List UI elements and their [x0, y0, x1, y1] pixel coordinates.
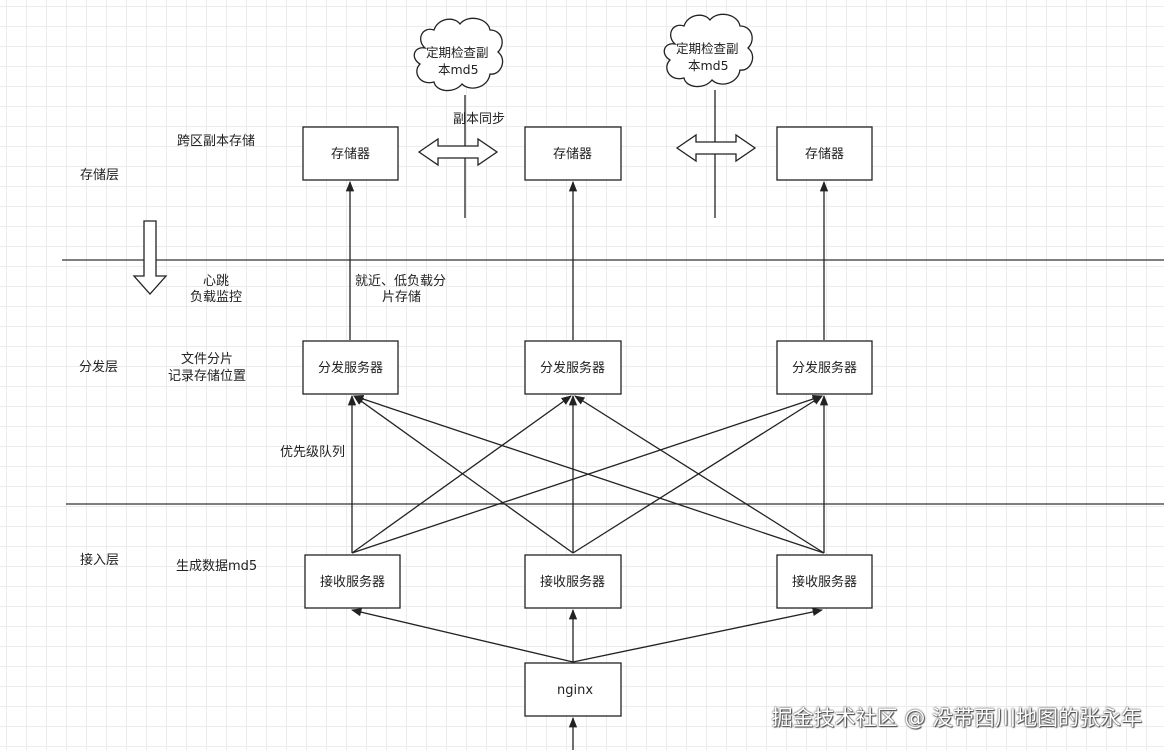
edge-recv2-dist3 [572, 395, 823, 554]
edge-recv1-dist2 [351, 395, 572, 554]
dist-server-3-label: 分发服务器 [792, 360, 857, 376]
dist-server-3: 分发服务器 [776, 340, 873, 395]
storage-node-1-label: 存储器 [331, 147, 370, 162]
annotation-heartbeat-line2: 负载监控 [190, 290, 242, 305]
recv-server-3-label: 接收服务器 [792, 574, 857, 590]
replica-sync-double-arrow-1 [417, 137, 499, 167]
dist-server-1-label: 分发服务器 [318, 360, 383, 376]
edge-nginx-recv1 [350, 608, 574, 663]
storage-node-2-label: 存储器 [553, 147, 592, 162]
recv-server-1: 接收服务器 [304, 554, 401, 609]
replica-sync-double-arrow-2 [675, 133, 757, 163]
annotation-cross-region: 跨区副本存储 [177, 134, 255, 149]
recv-server-2-label: 接收服务器 [540, 574, 605, 590]
annotation-priority-queue: 优先级队列 [280, 445, 345, 460]
nginx-node: nginx [524, 662, 622, 717]
cloud1-line1: 定期检查副 [426, 45, 489, 60]
recv-server-2: 接收服务器 [524, 554, 622, 609]
cloud1-line2: 本md5 [438, 62, 479, 77]
storage-node-1: 存储器 [302, 126, 399, 181]
edge-recv3-dist2 [574, 395, 825, 554]
dist-server-1: 分发服务器 [302, 340, 399, 395]
recv-server-1-label: 接收服务器 [320, 574, 385, 590]
edge-recv3-dist1 [353, 395, 825, 554]
annotation-file-shard-line1: 文件分片 [181, 352, 233, 367]
cloud2-line2: 本md5 [688, 58, 729, 73]
storage-layer-label: 存储层 [80, 168, 119, 183]
dist-server-2-label: 分发服务器 [540, 360, 605, 376]
recv-server-3: 接收服务器 [776, 554, 873, 609]
cloud-check-md5-2: 定期检查副 本md5 [663, 13, 754, 88]
watermark: 掘金技术社区 @ 没带西川地图的张永年 [771, 706, 1142, 730]
annotation-file-shard-line2: 记录存储位置 [168, 369, 246, 384]
cloud2-line1: 定期检查副 [676, 41, 739, 56]
annotation-nearby-store-line2: 片存储 [382, 290, 421, 305]
distribute-layer-label: 分发层 [79, 359, 118, 375]
nginx-node-label: nginx [557, 683, 593, 698]
storage-node-3-label: 存储器 [805, 147, 844, 162]
cloud-check-md5-1: 定期检查副 本md5 [413, 17, 504, 92]
storage-node-3: 存储器 [776, 126, 873, 181]
storage-node-2: 存储器 [524, 126, 622, 181]
edge-nginx-recv3 [572, 607, 824, 663]
dist-server-2: 分发服务器 [524, 340, 622, 395]
edge-recv2-dist1 [353, 395, 574, 554]
heartbeat-down-arrow [132, 220, 168, 295]
annotation-heartbeat-line1: 心跳 [203, 274, 229, 289]
annotation-nearby-store-line1: 就近、低负载分 [355, 274, 446, 289]
annotation-gen-md5: 生成数据md5 [176, 559, 257, 574]
annotation-replica-sync: 副本同步 [453, 112, 505, 127]
access-layer-label: 接入层 [80, 552, 119, 568]
